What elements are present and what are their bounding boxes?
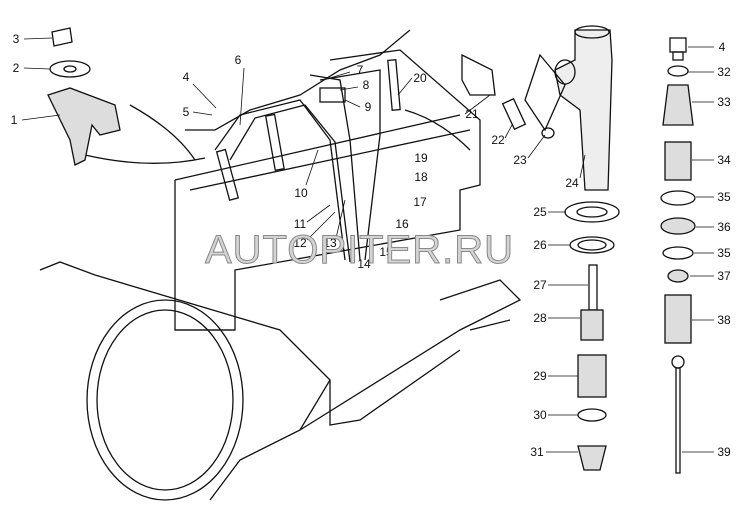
callout-label: 35 [717, 246, 731, 260]
callout-label: 21 [465, 107, 479, 121]
fuel-lines [185, 29, 411, 263]
arrow [404, 109, 471, 151]
callout-label: 4 [182, 70, 190, 84]
callout-label: 3 [12, 32, 20, 46]
callout-label: 14 [357, 257, 371, 271]
callout-label: 9 [364, 100, 372, 114]
watermark: AUTOPITER.RU [204, 228, 515, 273]
callout-label: 27 [533, 278, 547, 292]
callout-label: 29 [533, 369, 547, 383]
callout-label: 7 [356, 63, 364, 77]
callout-label: 32 [717, 65, 731, 79]
arrow [84, 154, 206, 164]
leader-lines [21, 37, 714, 453]
engine-block [39, 49, 522, 501]
callout-label: 38 [717, 313, 731, 327]
callout-label: 15 [379, 245, 393, 259]
callout-label: 12 [293, 236, 307, 250]
callout-label: 10 [294, 186, 308, 200]
center-parts [564, 201, 620, 471]
callout-label: 11 [293, 217, 307, 231]
callout-label: 31 [530, 445, 544, 459]
callout-label: 26 [533, 238, 547, 252]
callout-label: 4 [718, 40, 726, 54]
callout-label: 20 [413, 71, 427, 85]
callout-label: 16 [395, 217, 409, 231]
callout-label: 25 [533, 205, 547, 219]
callout-label: 24 [565, 176, 579, 190]
callout-label: 5 [182, 105, 190, 119]
callout-label: 35 [717, 190, 731, 204]
callout-label: 1 [10, 113, 18, 127]
callout-label: 17 [413, 195, 427, 209]
callout-label: 2 [12, 61, 20, 75]
callout-label: 30 [533, 408, 547, 422]
part-23 [541, 127, 555, 139]
left-parts [47, 27, 121, 166]
callout-label: 39 [717, 445, 731, 459]
injectors [215, 59, 401, 201]
callout-label: 6 [234, 53, 242, 67]
callout-label: 18 [414, 170, 428, 184]
injector-body-24 [524, 25, 613, 191]
callout-label: 23 [513, 153, 527, 167]
callout-label: 37 [717, 269, 731, 283]
callout-label: 8 [362, 78, 370, 92]
part-21 [461, 53, 496, 96]
callout-label: 34 [717, 153, 731, 167]
callout-label: 19 [414, 151, 428, 165]
callout-label: 28 [533, 311, 547, 325]
arrow [129, 104, 196, 161]
callout-label: 13 [323, 236, 337, 250]
callout-label: 22 [491, 133, 505, 147]
right-parts [660, 37, 696, 474]
callout-label: 33 [717, 95, 731, 109]
part-22 [501, 97, 527, 131]
callout-label: 36 [717, 220, 731, 234]
